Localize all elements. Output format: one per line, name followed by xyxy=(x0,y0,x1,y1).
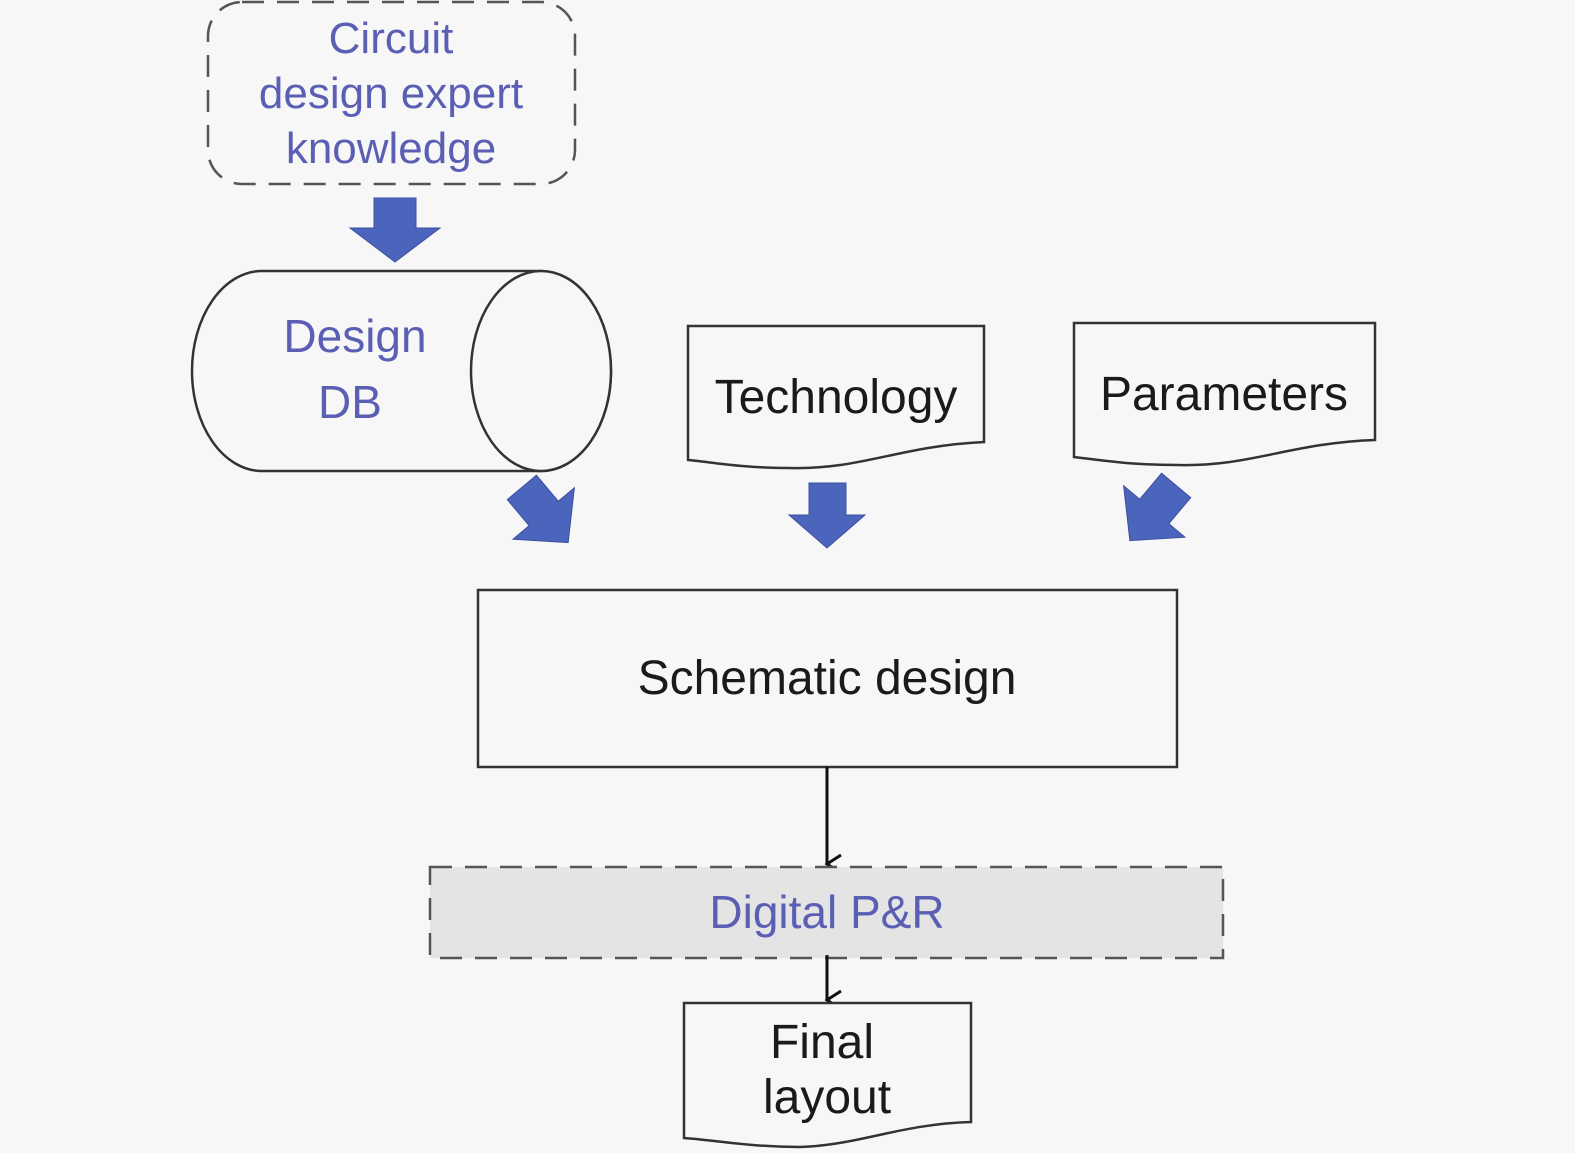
node-design-db: Design DB xyxy=(190,269,613,473)
node-parameters: Parameters xyxy=(1072,321,1377,467)
arrow-technology-to-schematic xyxy=(787,482,867,549)
digital-pr-label: Digital P&R xyxy=(709,886,944,938)
parameters-label: Parameters xyxy=(1100,368,1348,421)
expert-knowledge-line-2: design expert xyxy=(259,69,523,118)
schematic-design-label: Schematic design xyxy=(638,652,1017,705)
arrow-db-to-schematic xyxy=(506,474,575,544)
node-digital-pr: Digital P&R xyxy=(428,865,1225,960)
design-db-cylinder-cap xyxy=(469,269,613,473)
node-technology: Technology xyxy=(686,324,986,470)
arrow-knowledge-to-db xyxy=(348,197,442,263)
expert-knowledge-line-3: knowledge xyxy=(286,124,496,173)
design-db-line-1: Design xyxy=(283,310,426,362)
technology-document-shape xyxy=(686,324,986,470)
design-db-line-2: DB xyxy=(318,376,382,428)
final-layout-line-1: Final xyxy=(770,1016,874,1069)
node-expert-knowledge: Circuit design expert knowledge xyxy=(206,0,577,186)
parameters-document-shape xyxy=(1072,321,1377,467)
schematic-design-box xyxy=(476,588,1179,769)
node-final-layout: Final layout xyxy=(682,1001,973,1149)
final-layout-document-shape xyxy=(682,1001,973,1149)
expert-knowledge-box xyxy=(206,0,577,186)
technology-label: Technology xyxy=(715,371,958,424)
expert-knowledge-line-1: Circuit xyxy=(329,14,454,63)
digital-pr-box xyxy=(428,865,1225,960)
arrow-parameters-to-schematic xyxy=(1123,472,1192,542)
node-schematic-design: Schematic design xyxy=(476,588,1179,769)
final-layout-line-2: layout xyxy=(763,1071,891,1124)
